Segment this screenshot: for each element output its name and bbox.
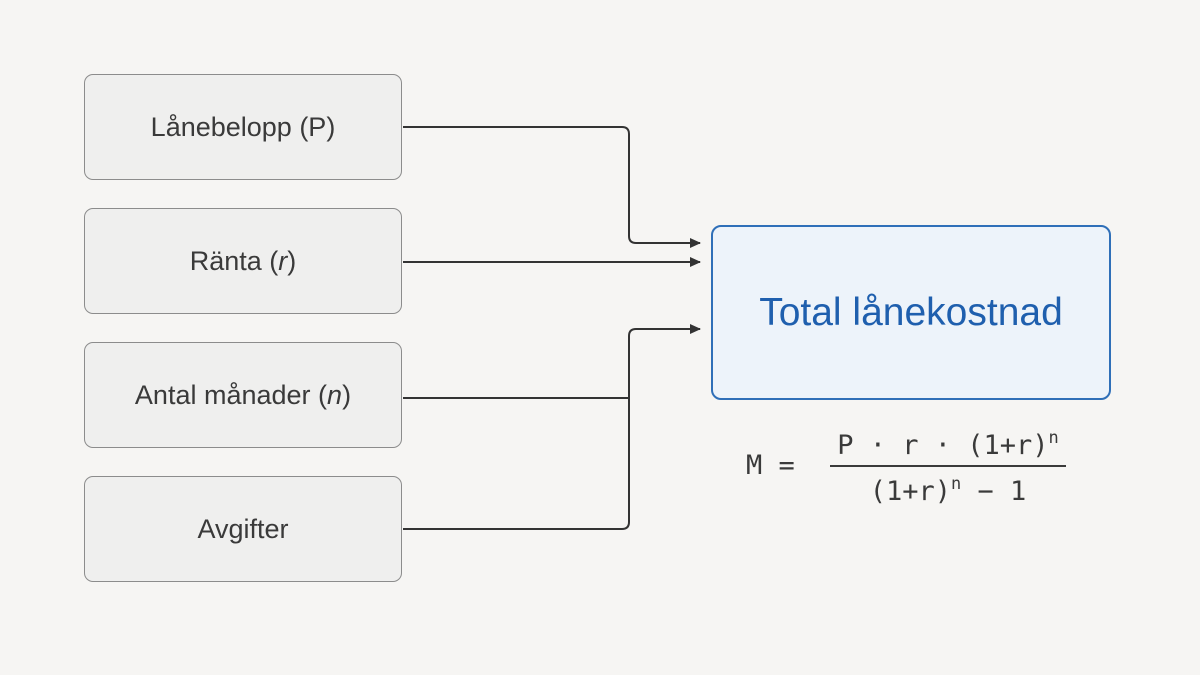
formula-numerator: P · r · (1+r)n — [837, 428, 1059, 461]
variable-r: r — [278, 245, 288, 276]
connector-months-fees — [403, 324, 701, 530]
formula-lhs: M = — [746, 450, 795, 481]
variable-n: n — [327, 379, 343, 410]
input-box-fees: Avgifter — [84, 476, 402, 582]
input-label-rate: Ränta (r) — [189, 245, 297, 276]
output-label: Total lånekostnad — [759, 290, 1063, 334]
input-label-principal: Lånebelopp (P) — [150, 111, 336, 142]
input-box-principal: Lånebelopp (P) — [84, 74, 402, 180]
input-label-fees: Avgifter — [197, 513, 289, 544]
formula-denominator: (1+r)n − 1 — [869, 474, 1027, 507]
fraction-bar — [830, 465, 1066, 467]
input-label-months: Antal månader (n) — [134, 379, 352, 410]
output-box-total-cost: Total lånekostnad — [711, 225, 1111, 400]
input-box-months: Antal månader (n) — [84, 342, 402, 448]
input-box-rate: Ränta (r) — [84, 208, 402, 314]
connector-principal — [403, 126, 701, 248]
